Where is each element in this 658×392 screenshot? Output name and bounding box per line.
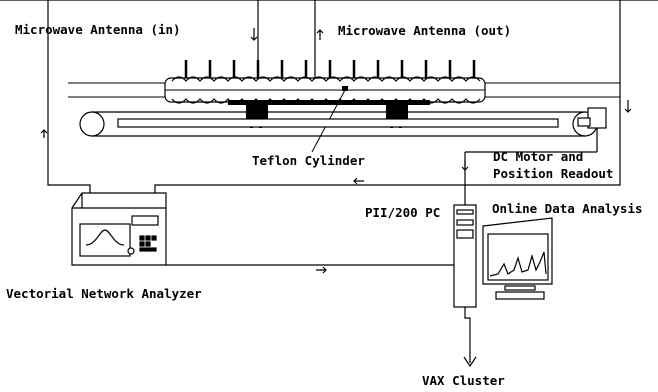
pc-vax-cable bbox=[464, 307, 471, 363]
belt-conveyor bbox=[79, 111, 598, 137]
analyzer-label: Vectorial Network Analyzer bbox=[6, 286, 202, 301]
vax-arrow bbox=[463, 356, 477, 368]
motor-label-line1: DC Motor and bbox=[493, 149, 583, 164]
antenna-in-label: Microwave Antenna (in) bbox=[15, 22, 181, 37]
motor-label-line2: Position Readout bbox=[493, 166, 613, 181]
left-cable bbox=[47, 0, 91, 195]
pc-tower bbox=[453, 204, 477, 308]
teflon-cylinder-marker bbox=[342, 86, 348, 91]
analysis-label: Online Data Analysis bbox=[492, 201, 643, 216]
microwave-antenna bbox=[164, 60, 486, 104]
pc-label: PII/200 PC bbox=[365, 205, 440, 220]
teflon-label: Teflon Cylinder bbox=[252, 153, 365, 168]
vax-label: VAX Cluster bbox=[422, 373, 505, 388]
right-cable bbox=[154, 0, 621, 195]
dc-motor bbox=[577, 107, 607, 129]
antenna-out-label: Microwave Antenna (out) bbox=[338, 23, 511, 38]
monitor bbox=[482, 217, 553, 300]
network-analyzer bbox=[71, 192, 167, 266]
